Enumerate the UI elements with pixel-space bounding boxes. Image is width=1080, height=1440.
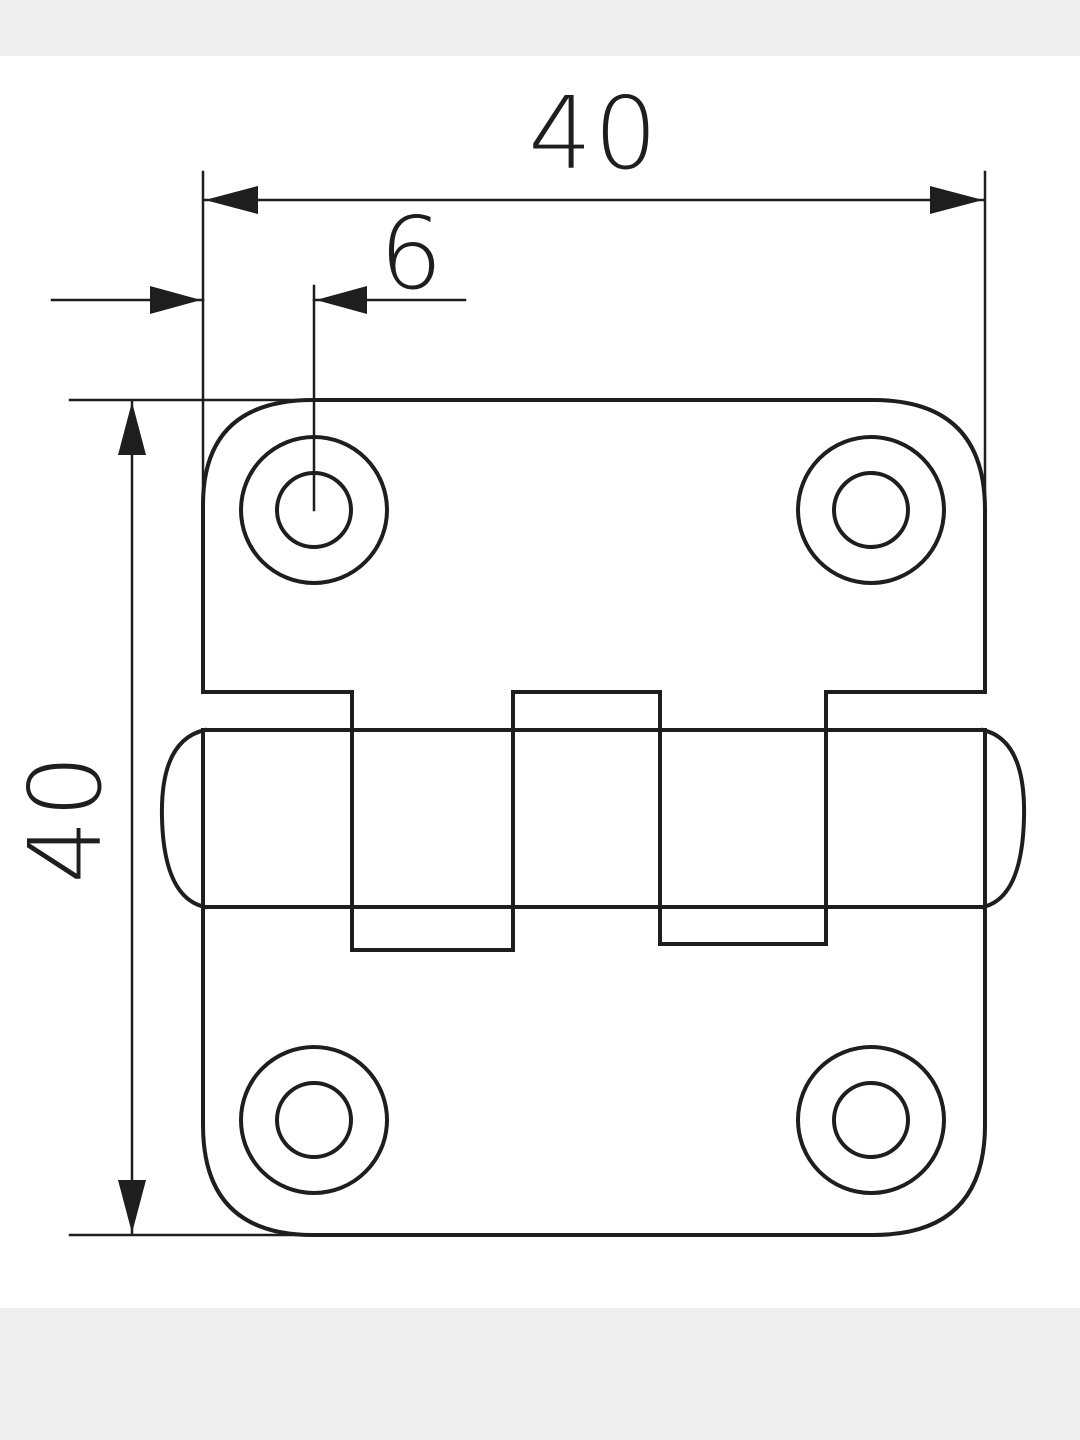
dimension-overall-height: 40	[7, 398, 302, 1237]
pin-end-right	[980, 727, 1027, 910]
dimension-hole-offset: 6	[50, 195, 467, 512]
dimension-label-overall-width: 40	[528, 75, 659, 192]
dimension-label-overall-height: 40	[7, 752, 124, 883]
mounting-hole-top-right	[796, 435, 946, 585]
dimension-label-hole-offset: 6	[379, 195, 445, 312]
upper-leaf-outline	[201, 398, 987, 952]
mounting-hole-bottom-left	[239, 1045, 389, 1195]
lower-leaf-outline	[201, 905, 987, 1237]
mounting-hole-bottom-right	[796, 1045, 946, 1195]
pin-end-left	[159, 727, 208, 910]
dimension-overall-width: 40	[201, 75, 987, 692]
